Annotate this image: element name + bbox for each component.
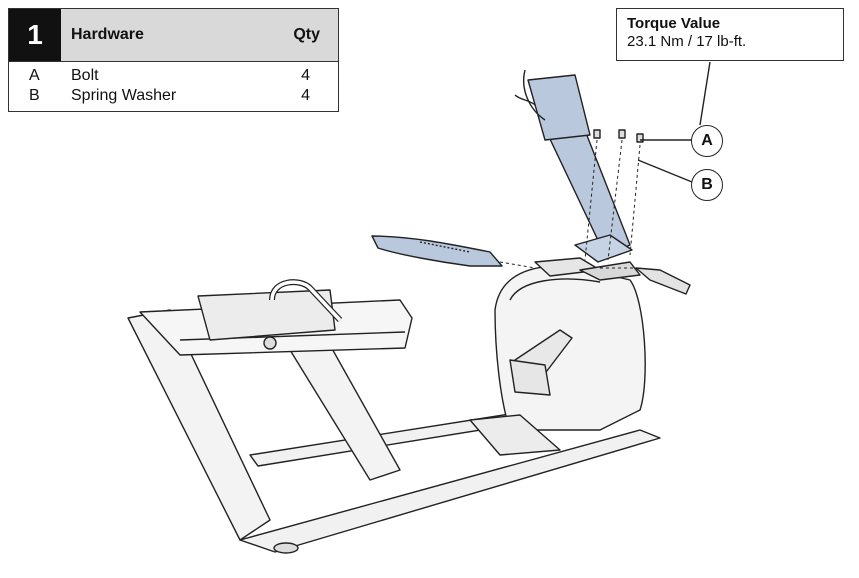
mast-bracket (527, 74, 591, 141)
row-name: Spring Washer (71, 87, 177, 104)
handlebar (371, 235, 503, 267)
side-bracket (635, 267, 691, 295)
torque-value: 23.1 Nm / 17 lb-ft. (627, 33, 747, 50)
hardware-table: 1 Hardware Qty A Bolt 4 B Spring Washer … (8, 8, 339, 112)
torque-title: Torque Value (627, 15, 721, 32)
step-number: 1 (9, 9, 61, 61)
row-key: B (29, 87, 40, 104)
table-row: A Bolt 4 (9, 67, 338, 87)
row-key: A (29, 67, 40, 84)
table-row: B Spring Washer 4 (9, 87, 338, 107)
pedal (509, 359, 551, 396)
callout-b: B (691, 169, 723, 201)
row-name: Bolt (71, 67, 99, 84)
hardware-table-header: 1 (9, 9, 338, 62)
torque-value-box: Torque Value 23.1 Nm / 17 lb-ft. (616, 8, 844, 61)
console-foot (469, 414, 561, 456)
seat-carriage (197, 289, 336, 341)
seat-rail-support (289, 344, 401, 481)
qty-header-label: Qty (293, 26, 320, 43)
callout-a: A (691, 125, 723, 157)
hardware-header-label: Hardware (71, 26, 144, 43)
base-frame-front-rail (239, 429, 661, 553)
row-qty: 4 (301, 67, 310, 84)
row-qty: 4 (301, 87, 310, 104)
